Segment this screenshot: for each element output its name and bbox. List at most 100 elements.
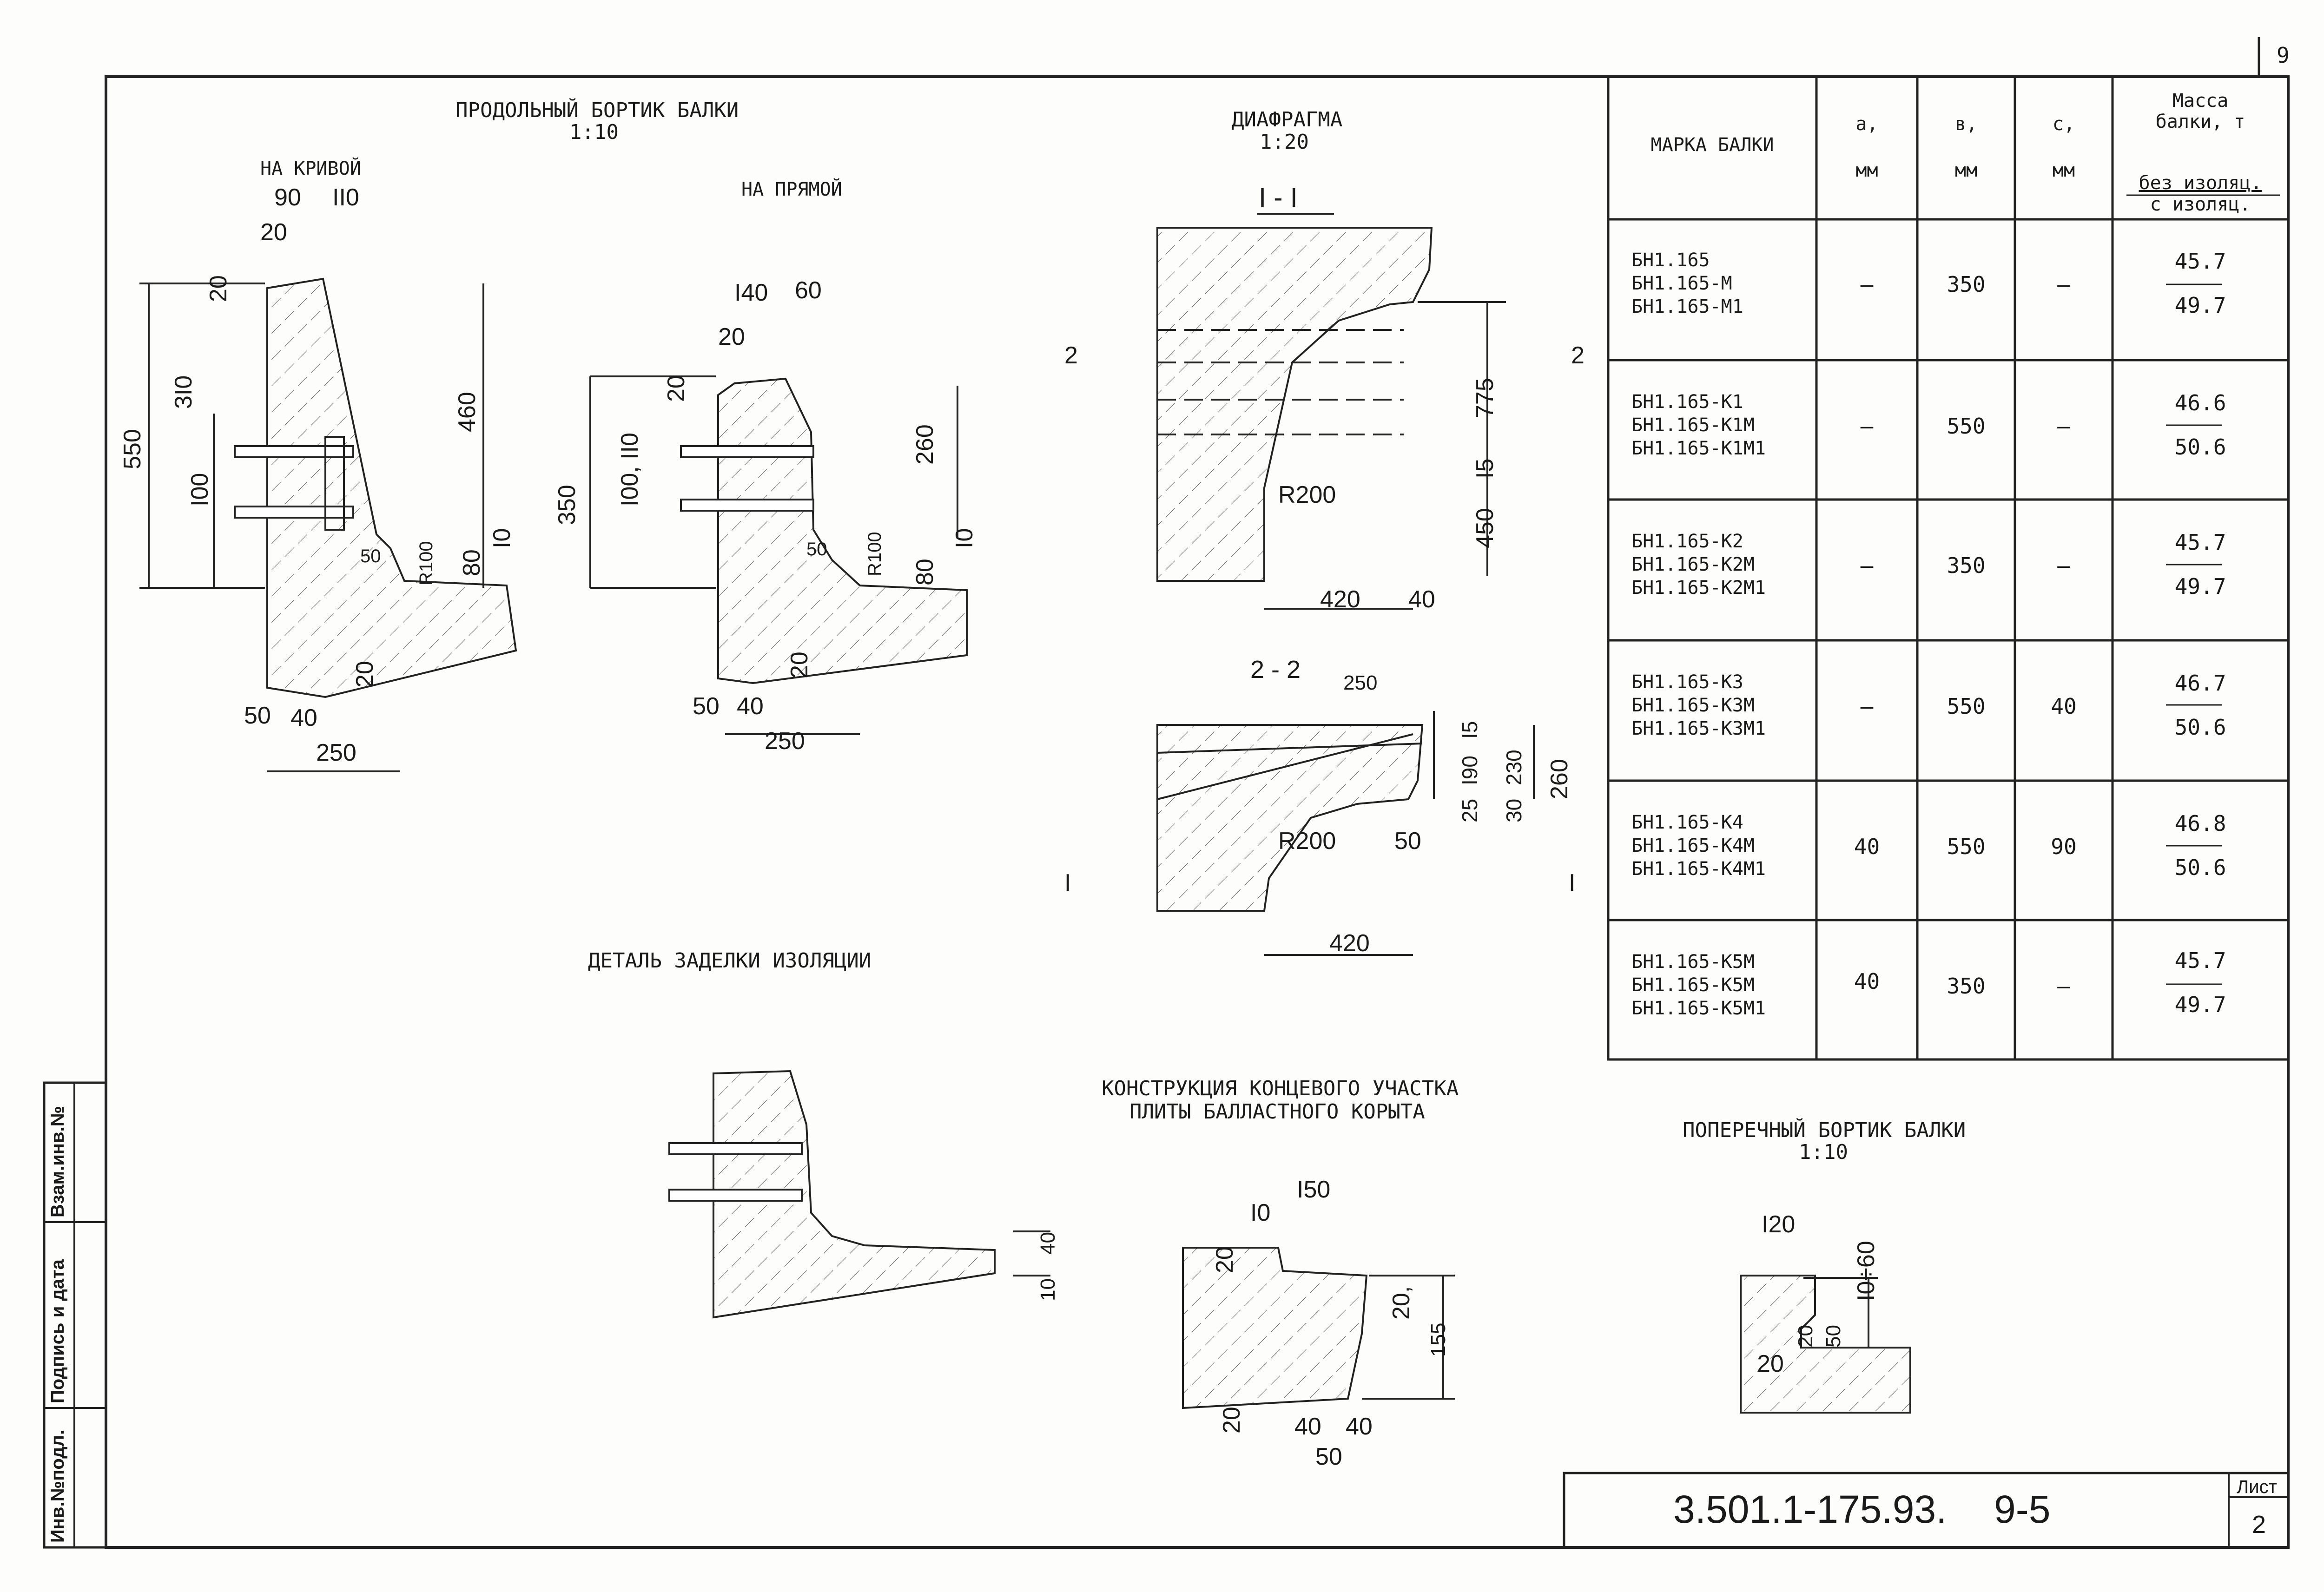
sheet-label: Лист xyxy=(2237,1477,2277,1497)
dim-label: I0÷60 xyxy=(1853,1241,1880,1301)
sheet-value: 2 xyxy=(2252,1511,2266,1539)
dim-label: 420 xyxy=(1329,930,1370,957)
document-section: 9-5 xyxy=(1994,1487,2051,1531)
table-header-mass-with-ins: с изоляц. xyxy=(2150,194,2251,215)
table-cell-a: — xyxy=(1860,272,1874,297)
transverse-curb-title: ПОПЕРЕЧНЫЙ БОРТИК БАЛКИ xyxy=(1683,1118,1966,1142)
dim-label: 20 xyxy=(663,375,690,402)
table-cell-mass-with-ins: 50.6 xyxy=(2174,855,2226,880)
dim-label: I50 xyxy=(1297,1176,1331,1203)
dim-label: 250 xyxy=(765,728,805,755)
table-cell-mark: БН1.165-К2 xyxy=(1631,531,1743,552)
dim-label: 250 xyxy=(316,739,357,766)
dim-label: 50 xyxy=(360,546,381,566)
insulation-detail-title: ДЕТАЛЬ ЗАДЕЛКИ ИЗОЛЯЦИИ xyxy=(588,949,872,973)
diaphragm-scale: 1:20 xyxy=(1260,130,1309,154)
dim-label: 3I0 xyxy=(170,375,197,409)
section-marker: I xyxy=(1569,869,1576,896)
table-cell-mark: БН1.165-К5М1 xyxy=(1631,998,1766,1019)
table-cell-mark: БН1.165-К1М1 xyxy=(1631,438,1766,459)
dim-label: I20 xyxy=(1762,1211,1796,1238)
longitudinal-curb-title: ПРОДОЛЬНЫЙ БОРТИК БАЛКИ xyxy=(456,99,739,122)
dim-label: 260 xyxy=(911,424,938,465)
section-marker: 2 xyxy=(1064,342,1078,369)
dim-label: 20 xyxy=(351,661,378,688)
diaphragm-section-1-drawing xyxy=(1156,213,1506,610)
dim-label: 30 xyxy=(1502,798,1526,822)
section-2-label: 2 - 2 xyxy=(1250,656,1301,684)
dim-label: 20 xyxy=(1218,1407,1245,1434)
table-cell-mark: БН1.165-М1 xyxy=(1631,296,1743,317)
dim-label: 40 xyxy=(290,704,317,731)
stamp-signature-date: Подпись и дата xyxy=(47,1259,68,1403)
dim-label: 450 xyxy=(1472,508,1499,548)
dim-label: 20 xyxy=(718,323,745,350)
dim-label: 10 xyxy=(1037,1278,1059,1301)
dim-label: I0 xyxy=(489,528,515,548)
dim-label: 40 xyxy=(1346,1413,1373,1440)
dim-label: 40 xyxy=(1037,1232,1059,1255)
table-cell-c: 90 xyxy=(2051,834,2077,859)
dim-label: 420 xyxy=(1320,586,1360,613)
end-section-title-line2: ПЛИТЫ БАЛЛАСТНОГО КОРЫТА xyxy=(1129,1100,1425,1124)
table-header-mass-no-ins: без изоляц. xyxy=(2139,172,2262,194)
table-cell-mark: БН1.165-К3М1 xyxy=(1631,718,1766,739)
sheet-number: 9 xyxy=(2277,43,2290,68)
end-section-drawing xyxy=(1182,1247,1455,1409)
dim-label: I40 xyxy=(734,279,768,306)
longitudinal-curb-scale: 1:10 xyxy=(569,120,619,144)
table-cell-mass-no-ins: 45.7 xyxy=(2174,948,2226,973)
table-cell-b: 350 xyxy=(1947,974,1986,999)
table-header-a-unit: мм xyxy=(1855,160,1878,181)
curb-on-straight-drawing xyxy=(589,375,968,735)
dim-label: 20 xyxy=(786,651,813,678)
dim-label: 60 xyxy=(795,277,822,304)
table-cell-c: 40 xyxy=(2051,694,2077,719)
dim-label: 80 xyxy=(911,559,938,585)
table-cell-mass-no-ins: 46.8 xyxy=(2174,811,2226,836)
dim-label: I00, II0 xyxy=(616,433,643,507)
table-cell-c: — xyxy=(2057,974,2070,999)
table-cell-mass-with-ins: 49.7 xyxy=(2174,992,2226,1017)
dim-label: 20 xyxy=(1757,1350,1784,1377)
transverse-curb-drawing xyxy=(1740,1275,1911,1414)
table-cell-mass-with-ins: 49.7 xyxy=(2174,293,2226,318)
dim-label: 40 xyxy=(737,693,764,720)
table-cell-mark: БН1.165-К1 xyxy=(1631,391,1743,413)
table-cell-a: 40 xyxy=(1854,834,1880,859)
mass-table-grid xyxy=(1607,75,2290,1061)
dim-label: I5 xyxy=(1472,458,1499,479)
table-header-c: с, xyxy=(2052,113,2075,135)
dim-label: I00 xyxy=(186,473,213,507)
dim-label: 775 xyxy=(1472,378,1499,418)
table-cell-mass-no-ins: 45.7 xyxy=(2174,249,2226,274)
table-cell-mark: БН1.165-К3 xyxy=(1631,671,1743,693)
dim-label: I0 xyxy=(951,528,978,548)
insulation-detail-drawing xyxy=(668,1070,1050,1319)
table-cell-a: — xyxy=(1860,694,1874,719)
dim-label: 25 xyxy=(1458,798,1482,822)
dim-label: 40 xyxy=(1408,586,1435,613)
dim-label: 50 xyxy=(244,702,271,729)
on-straight-label: НА ПРЯМОЙ xyxy=(741,179,842,200)
dim-label: R100 xyxy=(865,532,885,576)
table-cell-mark: БН1.165-К2М1 xyxy=(1631,577,1766,599)
dim-label: 550 xyxy=(119,429,146,469)
table-cell-b: 350 xyxy=(1947,272,1986,297)
dim-label: 50 xyxy=(1315,1443,1342,1470)
table-cell-c: — xyxy=(2057,553,2070,578)
table-cell-mark: БН1.165-К1М xyxy=(1631,414,1755,436)
table-cell-b: 550 xyxy=(1947,834,1986,859)
dim-label: R200 xyxy=(1278,828,1336,855)
document-number: 3.501.1-175.93. xyxy=(1673,1487,1947,1531)
table-cell-mark: БН1.165-К5М xyxy=(1631,974,1755,996)
table-cell-mark: БН1.165 xyxy=(1631,250,1710,271)
table-cell-mark: БН1.165-К4М xyxy=(1631,835,1755,856)
diaphragm-section-2-drawing xyxy=(1156,711,1535,956)
dim-label: R100 xyxy=(416,541,436,585)
dim-label: I0 xyxy=(1250,1199,1271,1226)
table-cell-b: 550 xyxy=(1947,414,1986,439)
table-cell-mark: БН1.165-К4М1 xyxy=(1631,858,1766,880)
